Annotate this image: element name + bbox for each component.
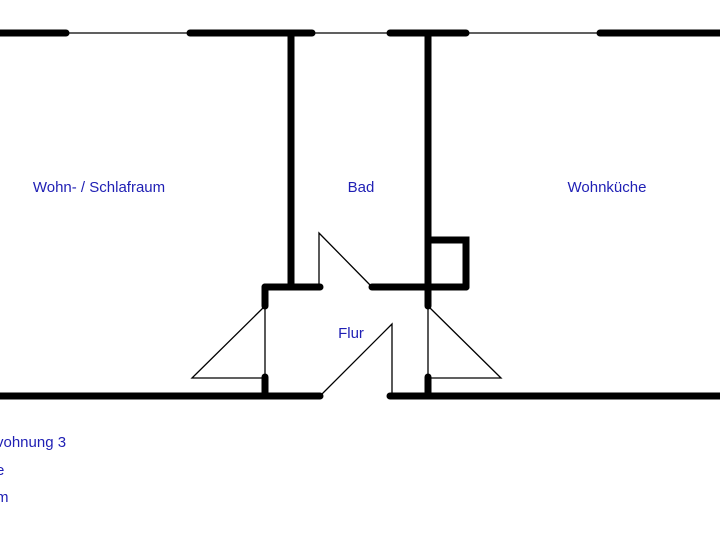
- door-entrance: [319, 322, 393, 397]
- door-swings: [190, 231, 503, 397]
- door-kitchen: [427, 304, 503, 379]
- door-living-room: [190, 304, 266, 379]
- info-line-3: m: [0, 489, 9, 506]
- bottom-wall: [0, 373, 720, 400]
- info-line-2: e: [0, 462, 4, 479]
- info-line-1: vohnung 3: [0, 434, 66, 451]
- interior-walls: [261, 29, 470, 310]
- room-label-living-bedroom: Wohn- / Schlafraum: [33, 179, 165, 196]
- shaft-box: [424, 236, 470, 291]
- room-label-kitchen: Wohnküche: [568, 179, 647, 196]
- room-label-bathroom: Bad: [348, 179, 375, 196]
- door-bathroom: [318, 231, 373, 288]
- room-label-hallway: Flur: [338, 325, 364, 342]
